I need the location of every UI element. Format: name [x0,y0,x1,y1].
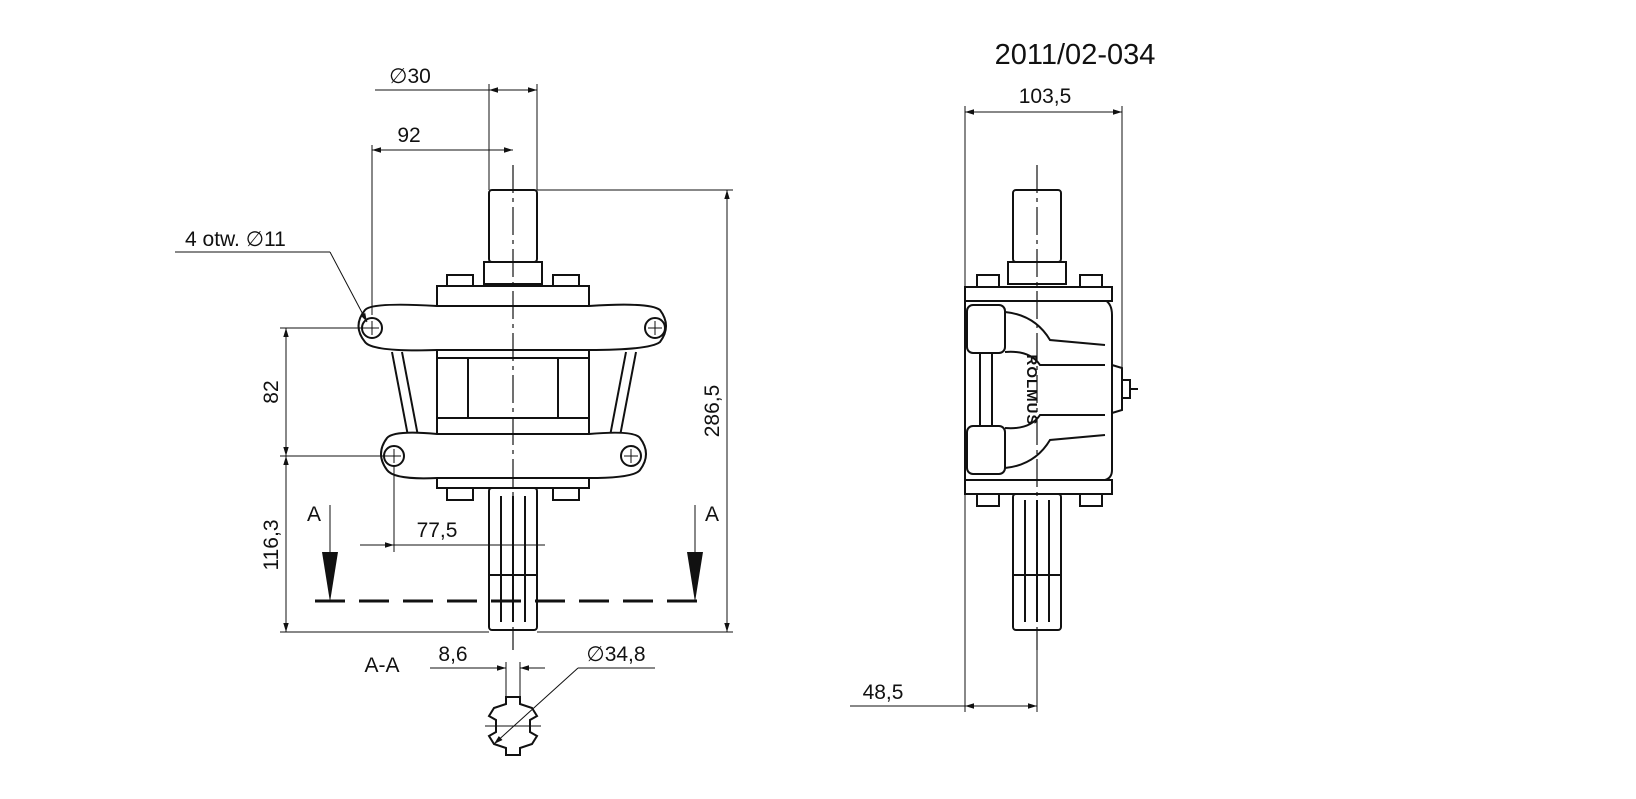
upper-arm [357,303,667,352]
dim-hole-spacing: 82 [260,380,283,403]
bolt-head [552,487,580,501]
side-view: ROLMUS 103,5 48,5 [850,85,1138,712]
section-view: A-A 8,6 ∅34,8 [364,643,655,756]
dim-holes: 4 otw. ∅11 [185,228,286,251]
dim-lower-height: 116,3 [260,520,283,571]
dim-key-width: 8,6 [438,643,467,666]
bolt-head [446,487,474,501]
dim-width: 103,5 [1019,85,1072,108]
lower-arm [380,431,647,480]
dim-shaft-diameter: ∅30 [389,65,431,88]
dim-axis-offset: 48,5 [863,681,904,704]
brand-mark: ROLMUS [1023,355,1040,426]
dim-lower-offset: 77,5 [417,519,458,542]
drawing-number: 2011/02-034 [995,39,1156,71]
section-arrow-left [322,552,338,602]
dim-spline-diameter: ∅34,8 [586,643,645,666]
section-label: A-A [364,654,399,677]
section-mark-left: A [307,503,321,526]
section-mark-right: A [705,503,719,526]
side-knob [1111,363,1123,415]
front-view: A A ∅30 92 4 otw. ∅11 82 116,3 286,5 [175,65,733,650]
dim-total-height: 286,5 [701,385,724,438]
dim-bolt-offset: 92 [397,124,420,147]
section-arrow-right [687,552,703,602]
